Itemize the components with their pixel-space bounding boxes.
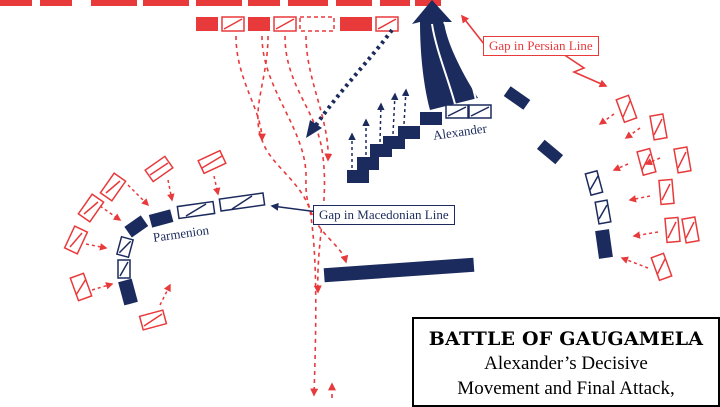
map-title: BATTLE OF GAUGAMELA — [428, 328, 704, 350]
persian-center-line — [196, 16, 399, 32]
macedonian-gap-pointer — [270, 202, 319, 213]
persian-gap-callout: Gap in Persian Line — [483, 36, 599, 56]
alexander-attack-wedge — [412, 0, 478, 110]
parmenion-formation — [115, 192, 266, 306]
macedonian-gap-callout: Gap in Macedonian Line — [313, 205, 455, 225]
persian-left-wing — [63, 149, 227, 331]
macedonian-rear-line — [323, 257, 475, 283]
persian-front-row — [0, 0, 441, 6]
alexander-formation — [347, 104, 492, 183]
persian-advance-arrows — [235, 35, 349, 398]
map-subtitle-line1: Alexander’s Decisive — [484, 353, 648, 374]
macedonian-dotted-advance — [306, 28, 394, 138]
map-title-box: BATTLE OF GAUGAMELA Alexander’s Decisive… — [412, 317, 720, 407]
macedonian-right-wing — [503, 86, 613, 259]
alexander-small-arrows — [348, 88, 410, 168]
map-subtitle-line2: Movement and Final Attack, — [457, 378, 675, 399]
persian-gap-pointer — [461, 14, 608, 88]
persian-right-wing — [598, 94, 700, 282]
